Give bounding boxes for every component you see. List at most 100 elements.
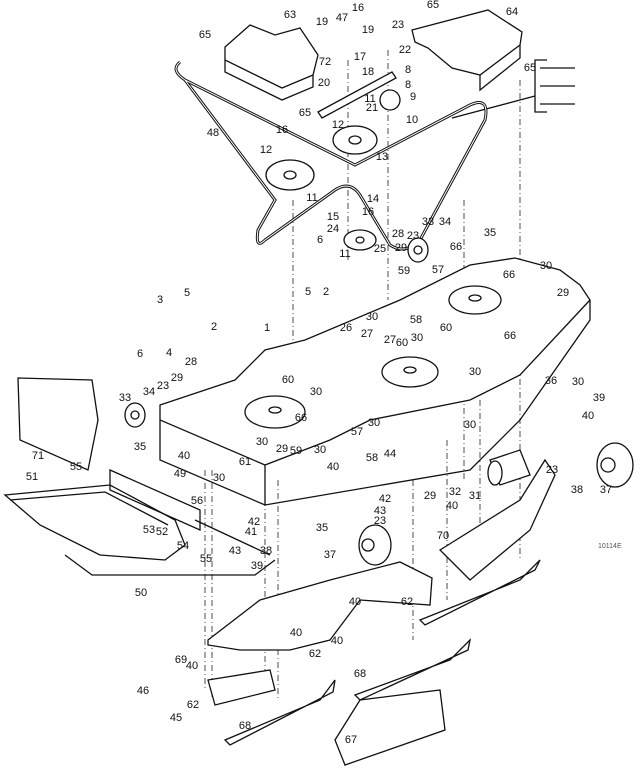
part-callout: 26 bbox=[340, 322, 352, 334]
part-callout: 9 bbox=[410, 91, 416, 103]
part-callout: 42 bbox=[379, 493, 391, 505]
part-callout: 30 bbox=[368, 417, 380, 429]
part-callout: 15 bbox=[327, 211, 339, 223]
part-callout: 54 bbox=[177, 540, 189, 552]
diagram-code: 10114E bbox=[598, 543, 622, 550]
baffle-67 bbox=[334, 689, 446, 766]
part-callout: 51 bbox=[26, 471, 38, 483]
part-callout: 34 bbox=[143, 386, 155, 398]
part-callout: 12 bbox=[332, 119, 344, 131]
part-callout: 40 bbox=[186, 660, 198, 672]
part-callout: 14 bbox=[367, 193, 379, 205]
spindle-pulley-1 bbox=[244, 395, 306, 429]
part-callout: 21 bbox=[366, 102, 378, 114]
part-callout: 52 bbox=[156, 526, 168, 538]
part-callout: 40 bbox=[178, 450, 190, 462]
part-callout: 16 bbox=[276, 124, 288, 136]
part-callout: 23 bbox=[392, 19, 404, 31]
part-callout: 58 bbox=[366, 452, 378, 464]
part-callout: 18 bbox=[362, 66, 374, 78]
part-callout: 43 bbox=[374, 505, 386, 517]
part-callout: 17 bbox=[354, 51, 366, 63]
part-callout: 10 bbox=[406, 114, 418, 126]
part-callout: 35 bbox=[484, 227, 496, 239]
part-callout: 48 bbox=[207, 127, 219, 139]
part-callout: 30 bbox=[366, 311, 378, 323]
pulley-idler bbox=[343, 229, 377, 251]
part-callout: 19 bbox=[316, 16, 328, 28]
part-callout: 47 bbox=[336, 12, 348, 24]
chute-bracket bbox=[109, 468, 201, 532]
part-callout: 45 bbox=[170, 712, 182, 724]
part-callout: 66 bbox=[504, 330, 516, 342]
part-callout: 40 bbox=[290, 627, 302, 639]
part-callout: 19 bbox=[362, 24, 374, 36]
part-callout: 23 bbox=[546, 464, 558, 476]
blade-center bbox=[353, 638, 472, 701]
part-callout: 6 bbox=[137, 348, 143, 360]
part-callout: 30 bbox=[469, 366, 481, 378]
idler-arm bbox=[317, 71, 401, 119]
part-callout: 39 bbox=[251, 560, 263, 572]
part-callout: 37 bbox=[600, 484, 612, 496]
blade-right bbox=[418, 559, 541, 626]
part-callout: 30 bbox=[572, 376, 584, 388]
part-callout: 40 bbox=[327, 461, 339, 473]
part-callout: 27 bbox=[361, 328, 373, 340]
part-callout: 63 bbox=[284, 9, 296, 21]
part-callout: 27 bbox=[384, 334, 396, 346]
part-callout: 4 bbox=[166, 347, 172, 359]
part-callout: 60 bbox=[396, 337, 408, 349]
belt-cover-right bbox=[411, 9, 523, 76]
part-callout: 16 bbox=[352, 2, 364, 14]
part-callout: 5 bbox=[305, 286, 311, 298]
part-callout: 66 bbox=[450, 241, 462, 253]
part-callout: 40 bbox=[446, 500, 458, 512]
part-callout: 11 bbox=[364, 93, 375, 105]
belt-cover-left bbox=[224, 24, 319, 89]
part-callout: 29 bbox=[557, 287, 569, 299]
part-callout: 57 bbox=[351, 426, 363, 438]
baffle-70 bbox=[438, 458, 556, 581]
part-callout: 22 bbox=[399, 44, 411, 56]
part-callout: 30 bbox=[213, 472, 225, 484]
part-callout: 49 bbox=[174, 468, 186, 480]
part-callout: 41 bbox=[245, 526, 257, 538]
part-callout: 2 bbox=[211, 321, 217, 333]
part-callout: 60 bbox=[282, 374, 294, 386]
part-callout: 59 bbox=[290, 445, 302, 457]
part-callout: 1 bbox=[264, 322, 270, 334]
part-callout: 62 bbox=[187, 699, 199, 711]
part-callout: 65 bbox=[299, 107, 311, 119]
blade-left bbox=[223, 679, 336, 746]
part-callout: 64 bbox=[506, 6, 518, 18]
part-callout: 40 bbox=[331, 635, 343, 647]
part-callout: 16 bbox=[362, 206, 374, 218]
part-callout: 56 bbox=[191, 495, 203, 507]
part-callout: 8 bbox=[405, 79, 411, 91]
part-callout: 53 bbox=[143, 524, 155, 536]
pulley-left bbox=[265, 159, 315, 191]
part-callout: 5 bbox=[184, 287, 190, 299]
part-callout: 23 bbox=[157, 380, 169, 392]
baffle-45 bbox=[207, 669, 276, 706]
roller bbox=[487, 449, 531, 486]
part-callout: 28 bbox=[392, 228, 404, 240]
part-callout: 69 bbox=[175, 654, 187, 666]
part-callout: 38 bbox=[260, 545, 272, 557]
part-callout: 44 bbox=[384, 448, 396, 460]
part-callout: 62 bbox=[309, 648, 321, 660]
part-callout: 72 bbox=[319, 56, 331, 68]
part-callout: 2 bbox=[323, 286, 329, 298]
part-callout: 38 bbox=[571, 484, 583, 496]
part-callout: 11 bbox=[306, 192, 317, 204]
part-callout: 30 bbox=[540, 260, 552, 272]
gauge-wheel-center bbox=[358, 524, 392, 566]
discharge-chute bbox=[3, 484, 186, 561]
part-callout: 29 bbox=[171, 372, 183, 384]
part-callout: 55 bbox=[200, 553, 212, 565]
pulley-upper bbox=[332, 125, 378, 155]
